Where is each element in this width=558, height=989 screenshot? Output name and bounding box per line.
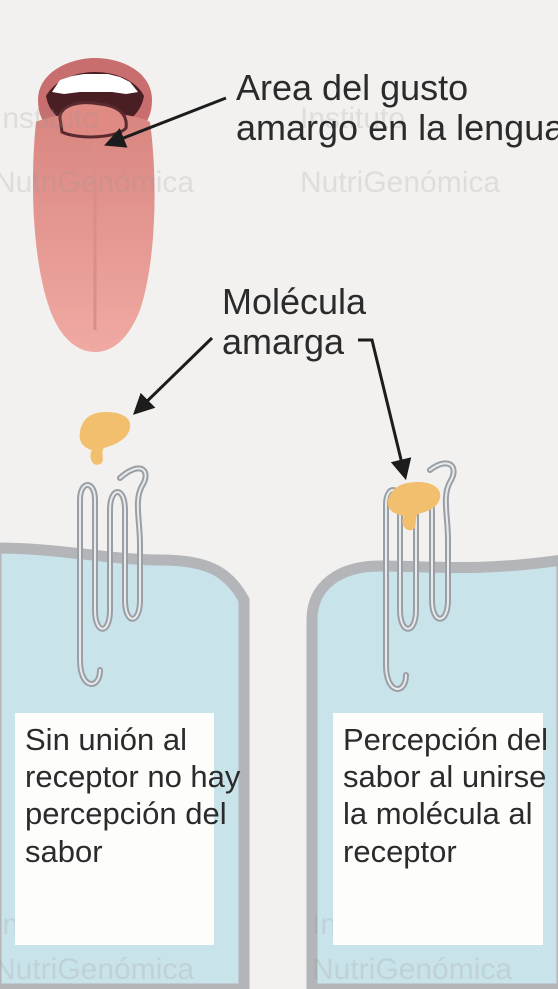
caption-left-line1: Sin unión al xyxy=(25,721,204,758)
watermark-line1-left: Instituto xyxy=(0,104,99,134)
label-tongue-line2: amargo en la lengua xyxy=(236,108,558,148)
label-bitter-molecule: Molécula amarga xyxy=(222,282,366,363)
caption-right-line1: Percepción del xyxy=(343,721,533,758)
arrow-to-molecule-left xyxy=(136,338,212,412)
caption-right-line2: sabor al unirse xyxy=(343,758,533,795)
caption-left-line3: percepción del xyxy=(25,795,204,832)
caption-left-line2: receptor no hay xyxy=(25,758,204,795)
label-molecule-line1: Molécula xyxy=(222,282,366,322)
caption-binding: Percepción del sabor al unirse la molécu… xyxy=(333,713,543,945)
watermark-line2-right: NutriGenómica xyxy=(300,168,500,198)
molecule-left xyxy=(80,412,131,465)
caption-right-line3: la molécula al xyxy=(343,795,533,832)
caption-right-line4: receptor xyxy=(343,833,533,870)
label-molecule-line2: amarga xyxy=(222,322,366,362)
caption-left-line4: sabor xyxy=(25,833,204,870)
watermark-line2-bottom-right: NutriGenómica xyxy=(312,955,512,985)
label-tongue-line1: Area del gusto xyxy=(236,68,558,108)
watermark-line2-bottom-left: NutriGenómica xyxy=(0,955,194,985)
caption-no-binding: Sin unión al receptor no hay percepción … xyxy=(15,713,214,945)
watermark-line2-left: NutriGenómica xyxy=(0,168,194,198)
label-tongue-area: Area del gusto amargo en la lengua xyxy=(236,68,558,149)
